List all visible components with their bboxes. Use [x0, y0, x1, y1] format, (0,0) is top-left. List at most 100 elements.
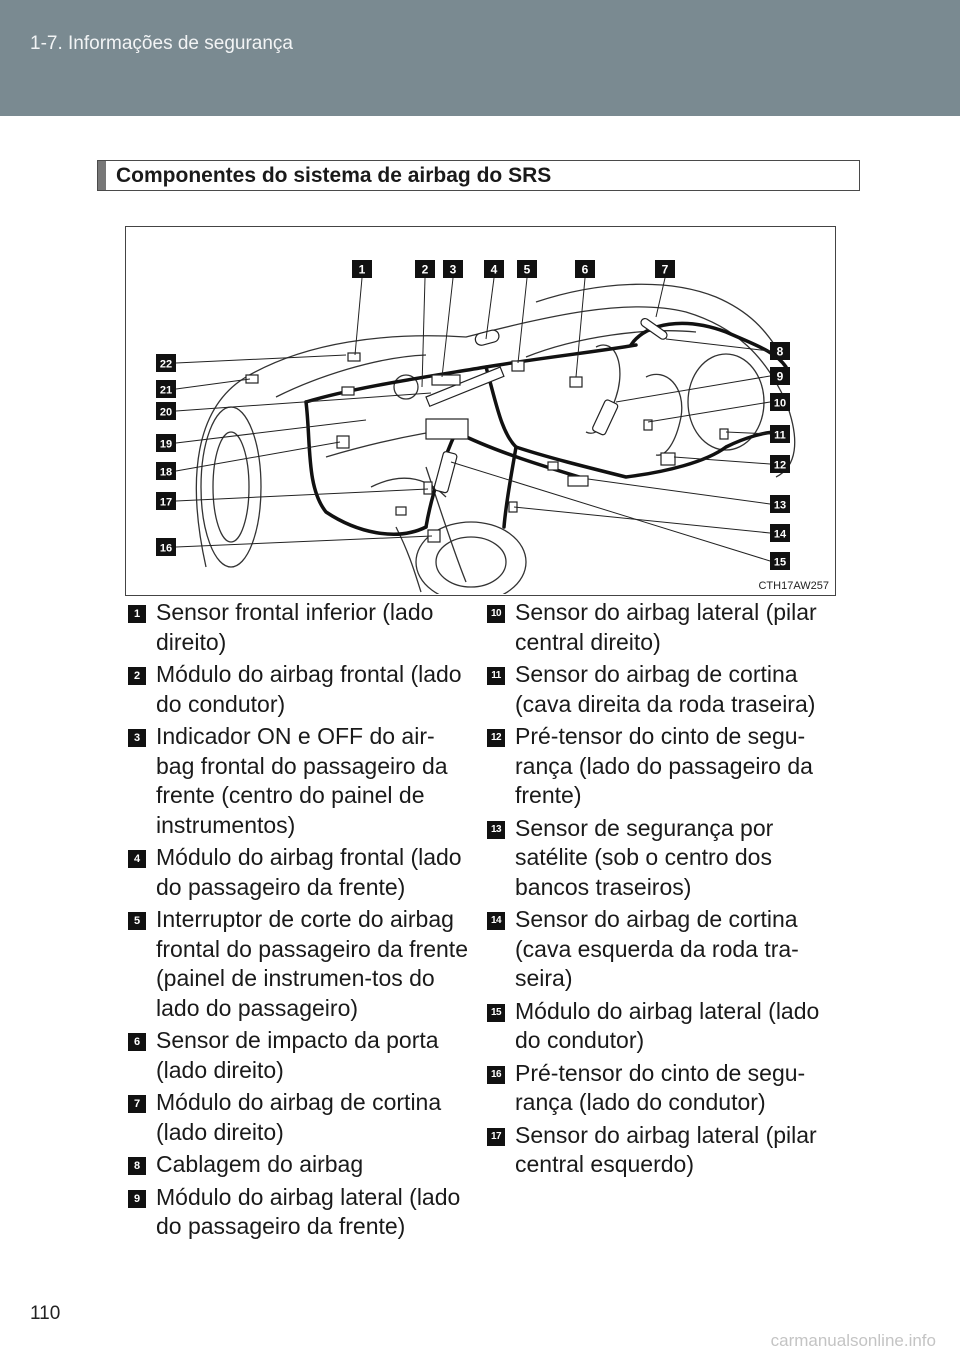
- legend-number-badge: 15: [487, 1004, 505, 1022]
- callout-number: 20: [160, 407, 172, 419]
- legend-text: Sensor do airbag lateral (pilar central …: [515, 1122, 817, 1178]
- legend-item: 14 Sensor do airbag de cortina (cava esqu…: [487, 905, 832, 994]
- callout-number: 22: [160, 359, 172, 371]
- legend-number-badge: 2: [128, 667, 146, 685]
- legend-number-badge: 14: [487, 912, 505, 930]
- callout-number: 11: [774, 430, 786, 442]
- leader-line: [616, 376, 770, 402]
- legend-item: 3 Indicador ON e OFF do air-bag frontal d…: [128, 722, 468, 840]
- legend-item: 16 Pré-tensor do cinto de segu-rança (lad…: [487, 1059, 832, 1118]
- leader-line: [176, 355, 346, 363]
- callout-number: 4: [491, 263, 498, 277]
- airbag-harness: [306, 323, 786, 534]
- callout-number: 2: [422, 263, 429, 277]
- leader-line: [176, 379, 250, 389]
- legend-number-badge: 7: [128, 1095, 146, 1113]
- callout-number: 5: [524, 263, 531, 277]
- callout-number: 9: [777, 370, 784, 384]
- legend-number-badge: 6: [128, 1033, 146, 1051]
- leader-line: [648, 402, 770, 422]
- legend-number-badge: 12: [487, 729, 505, 747]
- legend-item: 5 Interruptor de corte do airbag frontal …: [128, 905, 468, 1023]
- legend-number-badge: 11: [487, 667, 505, 685]
- legend-text: Módulo do airbag frontal (lado do condut…: [156, 661, 462, 717]
- legend-number-badge: 13: [487, 821, 505, 839]
- legend-number-badge: 1: [128, 605, 146, 623]
- watermark: carmanualsonline.info: [771, 1331, 936, 1351]
- legend-text: Sensor do airbag lateral (pilar central …: [515, 599, 817, 655]
- legend-number-badge: 3: [128, 729, 146, 747]
- legend-item: 15 Módulo do airbag lateral (lado do cond…: [487, 997, 832, 1056]
- legend-text: Pré-tensor do cinto de segu-rança (lado …: [515, 723, 813, 808]
- legend-text: Módulo do airbag frontal (lado do passag…: [156, 844, 462, 900]
- callout-number: 7: [662, 263, 669, 277]
- legend-item: 7 Módulo do airbag de cortina (lado direi…: [128, 1088, 468, 1147]
- callout-number: 17: [160, 497, 172, 509]
- legend-text: Interruptor de corte do airbag frontal d…: [156, 906, 468, 1021]
- legend-number-badge: 5: [128, 912, 146, 930]
- header-band: 1-7. Informações de segurança: [0, 0, 960, 116]
- legend-text: Pré-tensor do cinto de segu-rança (lado …: [515, 1060, 805, 1116]
- legend-item: 10 Sensor do airbag lateral (pilar centra…: [487, 598, 832, 657]
- callout-number: 14: [774, 529, 787, 541]
- legend-text: Sensor frontal inferior (lado direito): [156, 599, 433, 655]
- legend-item: 1 Sensor frontal inferior (lado direito): [128, 598, 468, 657]
- callout-number: 18: [160, 467, 172, 479]
- legend-text: Sensor de impacto da porta (lado direito…: [156, 1027, 439, 1083]
- legend-number-badge: 8: [128, 1157, 146, 1175]
- legend-number-badge: 4: [128, 850, 146, 868]
- legend-number-badge: 16: [487, 1066, 505, 1084]
- leader-line: [176, 536, 432, 547]
- legend-item: 6 Sensor de impacto da porta (lado direit…: [128, 1026, 468, 1085]
- figure-code: CTH17AW257: [758, 580, 829, 592]
- legend-text: Sensor de segurança por satélite (sob o …: [515, 815, 773, 900]
- section-title-box: Componentes do sistema de airbag do SRS: [97, 160, 860, 191]
- legend-item: 2 Módulo do airbag frontal (lado do condu…: [128, 660, 468, 719]
- callout-number: 8: [777, 345, 784, 359]
- airbag-components: [246, 317, 728, 542]
- callout-number: 10: [774, 398, 786, 410]
- legend-number-badge: 17: [487, 1128, 505, 1146]
- airbag-diagram: 12345678910111213141516171819202122 CTH1…: [125, 226, 836, 596]
- callout-number: 1: [359, 263, 366, 277]
- legend-item: 13 Sensor de segurança por satélite (sob …: [487, 814, 832, 903]
- legend-item: 12 Pré-tensor do cinto de segu-rança (lad…: [487, 722, 832, 811]
- legend-item: 17 Sensor do airbag lateral (pilar centra…: [487, 1121, 832, 1180]
- leader-line: [442, 278, 453, 377]
- legend-text: Sensor do airbag de cortina (cava esquer…: [515, 906, 799, 991]
- leader-line: [176, 393, 431, 411]
- legend-column-right: 10Sensor do airbag lateral (pilar centra…: [487, 598, 832, 1183]
- callout-number: 13: [774, 500, 786, 512]
- legend-text: Indicador ON e OFF do air-bag frontal do…: [156, 723, 448, 838]
- legend-text: Módulo do airbag de cortina (lado direit…: [156, 1089, 441, 1145]
- leader-line: [656, 278, 665, 317]
- callout-number: 19: [160, 439, 172, 451]
- legend-number-badge: 9: [128, 1190, 146, 1208]
- callout-number: 6: [582, 263, 589, 277]
- callout-number: 12: [774, 460, 786, 472]
- leader-line: [518, 278, 527, 363]
- leader-line: [514, 507, 770, 533]
- legend-item: 8 Cablagem do airbag: [128, 1150, 468, 1180]
- legend-text: Módulo do airbag lateral (lado do condut…: [515, 998, 819, 1054]
- callout-number: 3: [450, 263, 457, 277]
- section-label: 1-7. Informações de segurança: [30, 33, 293, 55]
- section-title: Componentes do sistema de airbag do SRS: [116, 164, 551, 188]
- callout-number: 15: [774, 557, 786, 569]
- callout-number: 21: [160, 385, 172, 397]
- legend-item: 4 Módulo do airbag frontal (lado do passa…: [128, 843, 468, 902]
- title-bar-accent: [98, 161, 106, 190]
- page-number: 110: [30, 1303, 60, 1325]
- legend-text: Cablagem do airbag: [156, 1151, 363, 1177]
- leader-line: [355, 278, 362, 355]
- leader-line: [588, 479, 770, 504]
- leader-line: [576, 278, 585, 377]
- leader-line: [422, 278, 425, 387]
- callout-number: 16: [160, 543, 172, 555]
- legend-number-badge: 10: [487, 605, 505, 623]
